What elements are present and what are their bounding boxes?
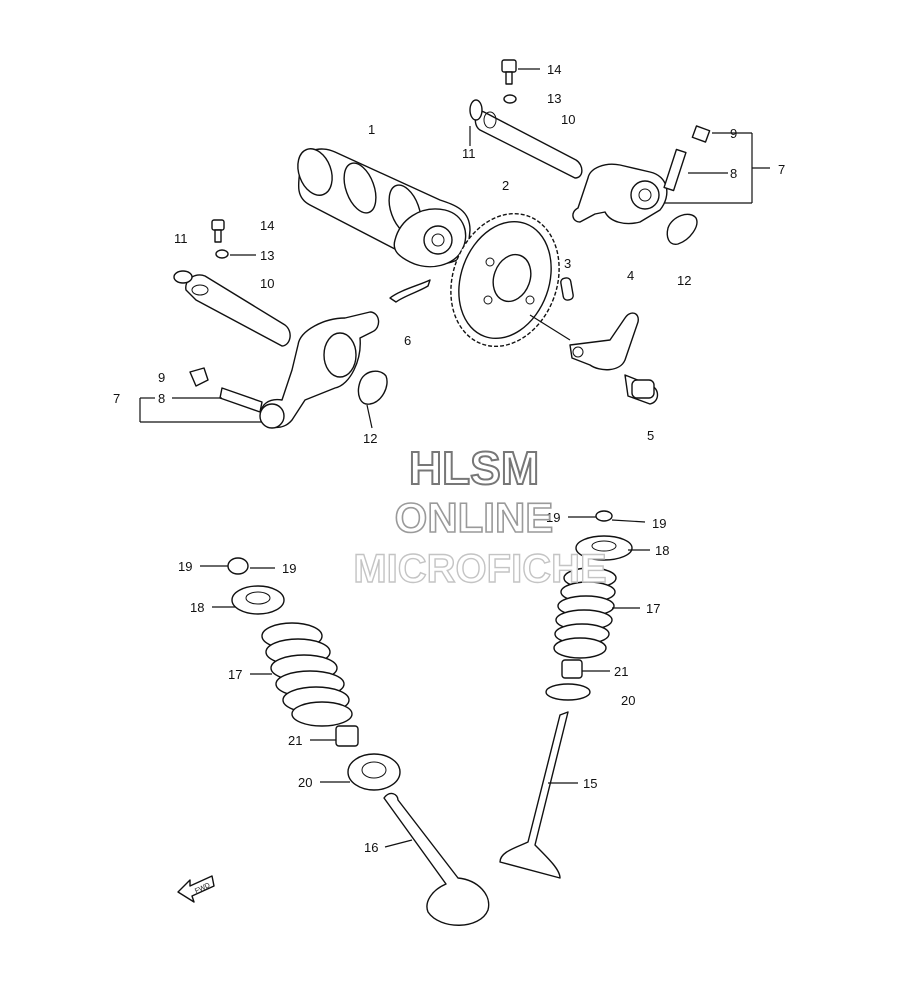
callout-20-right: 20 <box>621 693 635 708</box>
callout-21-left: 21 <box>288 733 302 748</box>
callout-12-left: 12 <box>363 431 377 446</box>
valve-spring-right <box>553 567 617 659</box>
callout-10-left: 10 <box>260 276 274 291</box>
dowel-pin-part <box>560 277 574 301</box>
rocker-shaft-left-part <box>173 270 291 347</box>
circlip-part <box>389 279 431 303</box>
watermark-line-1: HLSM <box>409 442 539 494</box>
bolt-top-part <box>501 59 517 104</box>
callout-2: 2 <box>502 178 509 193</box>
callout-21-right: 21 <box>614 664 628 679</box>
callout-9-right: 9 <box>730 126 737 141</box>
callout-11-top: 11 <box>462 146 476 161</box>
valve-spring-left <box>261 622 353 727</box>
callout-15: 15 <box>583 776 597 791</box>
rocker-shaft-top-part <box>469 99 583 179</box>
callout-17-left: 17 <box>228 667 242 682</box>
callout-10-top: 10 <box>561 112 575 127</box>
callout-18-right: 18 <box>655 543 669 558</box>
bolt-left-part <box>211 219 229 259</box>
callout-4: 4 <box>627 268 634 283</box>
gasket-right-part <box>666 213 698 245</box>
callout-5: 5 <box>647 428 654 443</box>
callout-19-right-a: 19 <box>546 510 560 525</box>
callout-20-left: 20 <box>298 775 312 790</box>
watermark-line-3: MICROFICHE <box>353 547 606 591</box>
callout-3: 3 <box>564 256 571 271</box>
valve-stack-right <box>499 510 633 879</box>
callout-16: 16 <box>364 840 378 855</box>
callout-11-left: 11 <box>174 231 188 246</box>
callout-7-left: 7 <box>113 391 120 406</box>
gasket-left-part <box>357 370 388 405</box>
callout-13-top: 13 <box>547 91 561 106</box>
callout-7-right: 7 <box>778 162 785 177</box>
watermark-line-2: ONLINE <box>395 494 554 541</box>
callout-19-left-b: 19 <box>282 561 296 576</box>
decomp-lever-part <box>569 312 659 405</box>
callout-14-top: 14 <box>547 62 561 77</box>
camshaft-part <box>297 148 471 268</box>
callout-8-right: 8 <box>730 166 737 181</box>
callout-17-right: 17 <box>646 601 660 616</box>
callout-19-left-a: 19 <box>178 559 192 574</box>
forward-arrow-icon: FWD <box>177 875 215 903</box>
callout-12-right: 12 <box>677 273 691 288</box>
watermark: HLSM ONLINE MICROFICHE <box>353 441 608 592</box>
callout-6: 6 <box>404 333 411 348</box>
cam-sprocket-part <box>450 212 560 348</box>
callout-19-right-b: 19 <box>652 516 666 531</box>
callout-14-left: 14 <box>260 218 274 233</box>
callout-1: 1 <box>368 122 375 137</box>
valve-stack-left <box>227 557 490 926</box>
callout-18-left: 18 <box>190 600 204 615</box>
rocker-arm-right-part <box>572 125 711 225</box>
callout-13-left: 13 <box>260 248 274 263</box>
leader-lines <box>139 68 770 848</box>
rocker-arm-left-part <box>189 311 380 429</box>
callout-9-left: 9 <box>158 370 165 385</box>
callout-8-left: 8 <box>158 391 165 406</box>
callout-numbers: 1 2 3 4 5 6 7 7 8 8 9 9 10 10 11 11 12 1… <box>113 62 785 855</box>
